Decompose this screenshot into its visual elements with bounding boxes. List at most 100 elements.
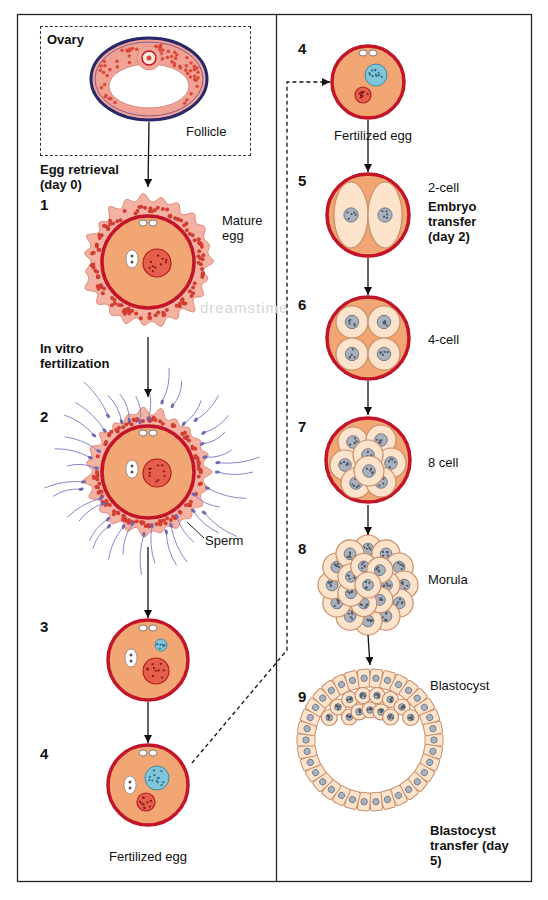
cell-nucleus-dot <box>349 556 351 558</box>
trophoblast-nucleus <box>306 713 314 721</box>
cumulus-dot <box>197 467 201 471</box>
cell-nucleus-dot <box>402 565 404 567</box>
cumulus-dot <box>191 447 195 451</box>
granulosa-dot <box>196 70 200 74</box>
cumulus-dot <box>169 518 173 522</box>
cumulus-dot <box>188 504 192 508</box>
sperm-head <box>119 419 124 425</box>
step-number: 5 <box>298 172 306 189</box>
trophoblast-nucleus <box>429 725 436 732</box>
cell-nucleus-dot <box>365 586 367 588</box>
cell-nucleus-dot <box>386 217 388 219</box>
cell-nucleus-dot <box>360 693 362 695</box>
cell-nucleus-dot <box>347 574 349 576</box>
cell-nucleus-dot <box>359 709 361 711</box>
cell-nucleus-dot <box>352 348 354 350</box>
granulosa-dot <box>105 74 109 78</box>
sperm-head <box>193 417 199 423</box>
sperm-head <box>106 523 112 529</box>
sperm-tail <box>193 511 219 533</box>
cell-nucleus-dot <box>386 585 388 587</box>
vesicle-dot <box>130 660 133 663</box>
nucleus-dot <box>152 265 154 267</box>
polar-body <box>149 430 157 436</box>
cell-nucleus-dot <box>401 602 403 604</box>
cell-nucleus-dot <box>353 577 355 579</box>
granulosa-dot <box>100 86 104 90</box>
cell-nucleus-dot <box>367 451 369 453</box>
vesicle-dot <box>131 261 134 264</box>
granulosa-dot <box>195 84 199 88</box>
cumulus-dot <box>97 248 101 252</box>
polar-body <box>369 50 377 56</box>
granulosa-dot <box>195 66 199 70</box>
pronucleus-dot <box>157 777 159 779</box>
cumulus-dot <box>180 299 184 303</box>
trophoblast-nucleus <box>361 675 368 682</box>
cumulus-dot <box>127 518 131 522</box>
cumulus-dot <box>165 308 169 312</box>
sperm-head <box>142 532 146 537</box>
trophoblast-nucleus <box>327 686 336 695</box>
sperm-head <box>201 510 207 516</box>
flow-arrow <box>367 505 368 535</box>
blastomere <box>368 306 400 338</box>
cell-nucleus-dot <box>351 618 353 620</box>
follicle-wall <box>91 38 207 120</box>
cumulus-dot <box>184 222 188 226</box>
cell-nucleus-dot <box>401 581 403 583</box>
cell-nucleus-dot <box>353 323 355 325</box>
cell-nucleus-dot <box>371 619 373 621</box>
sperm-tail <box>202 432 225 444</box>
sperm-tail <box>196 395 219 420</box>
cell-nucleus-dot <box>372 471 374 473</box>
cumulus-dot <box>147 524 151 528</box>
cell-nucleus-dot <box>338 566 340 568</box>
sperm-tail <box>65 437 99 451</box>
sperm-head <box>102 427 108 433</box>
cell-nucleus <box>346 696 353 703</box>
nucleus-dot <box>153 667 155 669</box>
embryo-stage: 9BlastocystBlastocyst transfer (day 5) <box>295 665 445 815</box>
cell-nucleus-dot <box>346 462 348 464</box>
nucleus-dot <box>161 258 163 260</box>
cumulus-dot <box>198 482 202 486</box>
cell-nucleus-dot <box>366 619 368 621</box>
step-number: 8 <box>298 540 306 557</box>
granulosa-dot <box>115 59 119 63</box>
vesicle-dot <box>131 471 134 474</box>
blastomere <box>336 306 368 338</box>
nucleus-dot <box>155 481 157 483</box>
cell-nucleus-dot <box>359 709 361 711</box>
trophoblast-nucleus <box>303 737 309 743</box>
granulosa-dot <box>103 60 107 64</box>
pronucleus-dot <box>378 72 380 74</box>
cell-nucleus-dot <box>385 613 387 615</box>
nucleus-dot <box>161 464 163 466</box>
sperm-tail <box>217 472 253 475</box>
cell-nucleus <box>385 457 398 470</box>
cumulus-dot <box>146 524 150 528</box>
sperm-head <box>215 470 220 473</box>
cell-nucleus <box>399 704 406 711</box>
granulosa-dot <box>135 47 139 51</box>
egg-stage-shape <box>73 397 223 547</box>
step-number: 6 <box>298 296 306 313</box>
nucleus-dot <box>157 669 159 671</box>
cell-nucleus <box>356 708 363 715</box>
cell-nucleus-dot <box>388 715 390 717</box>
cumulus-dot <box>89 263 93 267</box>
granulosa-dot <box>178 64 182 68</box>
sperm-tail <box>140 534 144 574</box>
embryo-stage-shape <box>323 415 413 505</box>
blastomere <box>368 338 400 370</box>
cumulus-dot <box>173 216 177 220</box>
pronucleus-dot <box>374 69 376 71</box>
cumulus-dot <box>102 224 106 228</box>
cell-nucleus-dot <box>383 585 385 587</box>
cumulus-dot <box>102 287 106 291</box>
cumulus-dot <box>183 301 187 305</box>
cell-nucleus-dot <box>383 351 385 353</box>
nucleus-dot <box>149 267 151 269</box>
